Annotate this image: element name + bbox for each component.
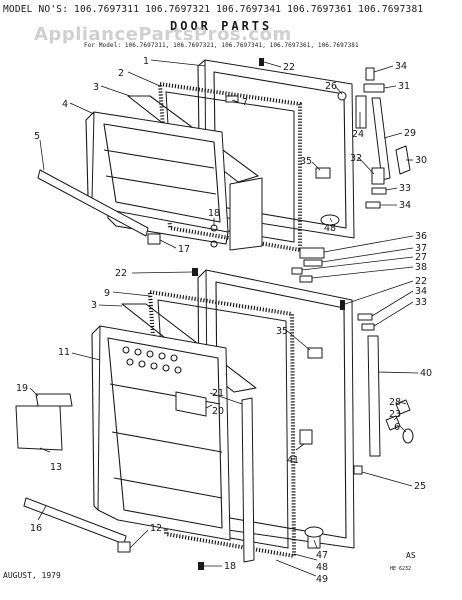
bushing-48-top: [320, 214, 340, 226]
freezer-screw-lower: [210, 240, 218, 248]
callout-7: 7: [242, 97, 248, 108]
callout-38: 38: [415, 262, 427, 273]
callout-17: 17: [178, 244, 190, 255]
handle-screw-33: [371, 187, 387, 195]
callout-35-lower: 35: [276, 326, 288, 337]
freezer-handle-29: [371, 97, 391, 181]
handle-bracket-24: [355, 95, 367, 129]
screw-22-middle: [192, 268, 198, 276]
freezer-shelf-bar: [37, 169, 149, 237]
lower-door-strip: [241, 397, 255, 563]
strike-35-lower: [307, 347, 323, 359]
leader-lines: [29, 59, 419, 577]
page-code: AS: [406, 551, 416, 560]
callout-34-lower: 34: [415, 286, 427, 297]
freezer-shelf-support: [147, 233, 161, 245]
handle-cap-28: [395, 399, 411, 415]
freezer-hinge-bracket: [229, 177, 263, 251]
callout-23: 23: [389, 409, 401, 420]
callout-18-bottom: 18: [224, 561, 236, 572]
callout-25: 25: [414, 481, 426, 492]
lower-shelf-support: [117, 541, 131, 553]
callout-18-top: 18: [208, 208, 220, 219]
callout-34-mid: 34: [399, 200, 411, 211]
egg-tray: [122, 346, 182, 374]
upper-strike: [315, 167, 331, 179]
drawing-reference: HE 6232: [390, 566, 412, 572]
callout-29: 29: [404, 128, 416, 139]
callout-24: 24: [352, 129, 364, 140]
callout-30: 30: [415, 155, 427, 166]
callout-21: 21: [212, 388, 224, 399]
handle-screw-34: [365, 201, 381, 209]
dairy-door: [175, 391, 207, 417]
callout-36: 36: [415, 231, 427, 242]
screw-22-top: [259, 58, 264, 66]
butter-compartment: [15, 393, 73, 451]
callout-22-top: 22: [283, 62, 295, 73]
callout-6: 6: [394, 422, 400, 433]
top-hinge-pin-34: [365, 67, 375, 81]
callout-40: 40: [420, 368, 432, 379]
callout-26: 26: [325, 81, 337, 92]
callout-28: 28: [389, 397, 401, 408]
model-numbers-line: MODEL NO'S: 106.7697311 106.7697321 106.…: [3, 4, 424, 15]
callout-27: 27: [415, 252, 427, 263]
hinge-pin-27: [291, 267, 303, 275]
screw-25: [353, 465, 363, 475]
handle-cap-32: [371, 167, 385, 185]
bottom-hinge-pin-47: [307, 535, 321, 549]
callout-34-top: 34: [395, 61, 407, 72]
diagram-title: DOOR PARTS: [170, 19, 273, 33]
hinge-shim-37: [303, 259, 323, 267]
revision-date: AUGUST, 1979: [3, 571, 61, 580]
screw-22-right: [340, 300, 345, 310]
callout-3: 3: [93, 82, 99, 93]
callout-13: 13: [50, 462, 62, 473]
callout-48-top: 48: [324, 223, 336, 234]
callout-41: 41: [287, 455, 299, 466]
spacer-6: [402, 428, 414, 444]
strike-41: [299, 429, 313, 445]
handle-insert-30: [395, 145, 411, 175]
callout-48-bottom: 48: [316, 562, 328, 573]
callout-49: 49: [316, 574, 328, 585]
callout-2: 2: [118, 68, 124, 79]
callout-19: 19: [16, 383, 28, 394]
screw-18-bottom: [198, 562, 204, 570]
hinge-washer-38: [299, 275, 313, 283]
callout-1: 1: [143, 56, 149, 67]
center-hinge-36: [299, 247, 325, 259]
refrigerator-door-liner: [91, 325, 231, 541]
callout-3-lower: 3: [91, 300, 97, 311]
cap-26: [337, 91, 347, 101]
callout-22-middle: 22: [115, 268, 127, 279]
handle-screw-33-lower: [361, 323, 375, 331]
callout-22-right: 22: [415, 276, 427, 287]
callout-16: 16: [30, 523, 42, 534]
freezer-door-liner: [85, 111, 229, 245]
callout-4: 4: [62, 99, 68, 110]
callout-32: 32: [350, 153, 362, 164]
callout-9: 9: [104, 288, 110, 299]
watermark: AppliancePartsPros.com: [34, 24, 292, 45]
callout-33-top: 33: [399, 183, 411, 194]
model-subtitle-line: For Model: 106.7697311, 106.7697321, 106…: [84, 42, 359, 49]
callout-37: 37: [415, 243, 427, 254]
callout-numbers: 1 2 3 4 5 7 22 26 34 31 24 29 35 32 30 3…: [16, 56, 432, 585]
callout-33-lower: 33: [415, 297, 427, 308]
callout-47: 47: [316, 550, 328, 561]
handle-screw-34-lower: [357, 313, 373, 321]
bushing-48-bottom: [304, 526, 324, 538]
callout-35-top: 35: [300, 156, 312, 167]
callout-31: 31: [398, 81, 410, 92]
top-hinge-31: [363, 83, 385, 93]
callout-11: 11: [58, 347, 70, 358]
callout-5: 5: [34, 131, 40, 142]
callout-20: 20: [212, 406, 224, 417]
callout-12: 12: [150, 523, 162, 534]
refrigerator-handle-40: [367, 335, 381, 457]
